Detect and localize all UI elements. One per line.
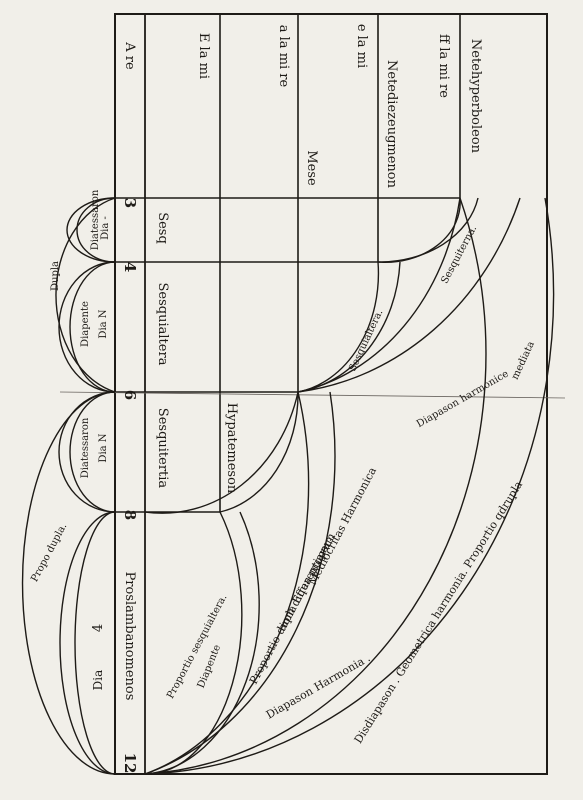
label-mese: Mese — [304, 150, 319, 186]
arc-8-12-outer — [59, 511, 116, 775]
label-dia-n-mid: Dia N — [98, 433, 109, 462]
label-e-la-mi-lower: e la mi — [354, 24, 369, 68]
number-12: 12 — [121, 753, 139, 774]
arc-sesquialtera-lower — [144, 511, 260, 775]
arc-diapason-harmonia — [144, 391, 336, 775]
label-netehyperboleon: Netehyperboleon — [468, 39, 483, 154]
ratio-numbers: 3 4 6 8 12 — [121, 198, 139, 774]
label-dupla: Dupla — [50, 261, 61, 291]
fold-line — [59, 391, 566, 399]
arc-4-6-inner — [69, 261, 116, 393]
label-sesquialtera-cell: Sesquialtera — [155, 283, 170, 366]
arc-hypatemeson — [219, 391, 299, 513]
arc-3-4-inner — [76, 197, 116, 263]
number-6: 6 — [121, 390, 139, 400]
number-8: 8 — [121, 510, 139, 520]
label-a-la-mi-re: a la mi re — [276, 25, 291, 88]
label-e-la-mi: E la mi — [196, 33, 211, 79]
label-diatessaron-top: Diatessaron — [90, 189, 101, 250]
label-ffa-la-mi-re: ff la mi re — [436, 34, 451, 98]
label-dia-bottom: Dia — [91, 670, 105, 691]
label-netediezeugmenon: Netediezeugmenon — [384, 60, 399, 189]
arc-mediocritas — [144, 391, 310, 775]
label-proslambanomenos: Proslambanomenos — [122, 572, 137, 701]
arc-8-12-inner — [74, 511, 116, 775]
arc-sesquialtera-inner — [297, 261, 380, 393]
arc-sesquiterna-outer — [377, 197, 479, 263]
number-4: 4 — [121, 262, 139, 272]
grid-frame — [59, 13, 566, 775]
arc-6-12-dupla — [21, 391, 116, 775]
label-dia-short-top: Dia - — [100, 216, 111, 240]
arc-disdiapason — [144, 197, 487, 775]
outer-border — [114, 13, 548, 775]
label-diatessaron-mid: Diatessaron — [80, 417, 91, 478]
label-diapente-top: Diapente — [80, 301, 91, 347]
label-a-re: A re — [122, 41, 137, 70]
grid-labels: A re E la mi a la mi re e la mi ff la mi… — [122, 24, 483, 701]
inner-arcs — [144, 197, 555, 775]
label-four: 4 — [91, 624, 106, 632]
arc-dupla-equa — [144, 391, 299, 514]
number-3: 3 — [121, 198, 139, 208]
label-sesq: Sesq — [155, 212, 170, 244]
label-dia-n-top: Dia N — [98, 309, 109, 338]
arc-4-6-outer — [58, 261, 116, 393]
arc-diapason-harmonice — [297, 197, 461, 393]
arc-3-6-dupla — [55, 197, 116, 393]
arc-6-8-inner — [69, 391, 116, 513]
label-sesquitertia-cell: Sesquitertia — [155, 408, 170, 489]
arc-quadrupla — [144, 197, 555, 775]
arc-3-4-mid — [66, 197, 116, 263]
outer-arcs — [21, 197, 116, 775]
label-hypatemeson-cell: Hypatemeson — [224, 403, 239, 494]
arc-mediata — [297, 197, 521, 393]
